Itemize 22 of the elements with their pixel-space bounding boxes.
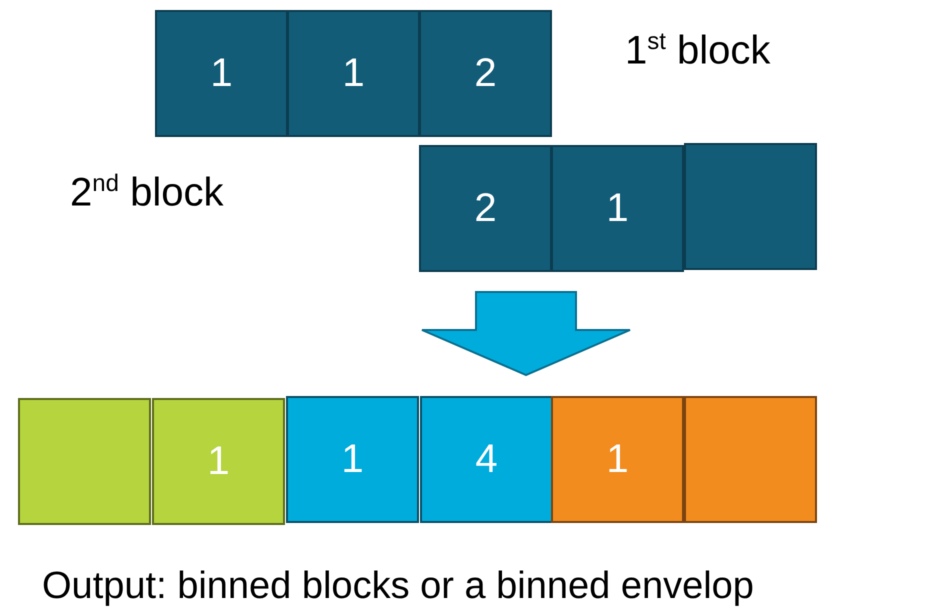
count-number: 1 xyxy=(606,437,629,482)
count-number: 1 xyxy=(606,186,629,231)
block-box xyxy=(420,396,553,523)
block-box xyxy=(551,396,684,523)
count-number: 2 xyxy=(474,186,497,231)
block-box xyxy=(286,396,419,523)
block-arrow xyxy=(421,291,631,376)
count-number: 2 xyxy=(474,51,497,96)
caption: Output: binned blocks or a binned envelop xyxy=(42,565,754,608)
count-number: 1 xyxy=(342,51,365,96)
block-label: 2$^{nd}$ block xyxy=(70,170,224,216)
block-box xyxy=(287,10,420,137)
block-box xyxy=(152,398,285,525)
count-number: 1 xyxy=(341,437,364,482)
count-number: 1 xyxy=(207,439,230,484)
block-box xyxy=(155,10,288,137)
count-number: 4 xyxy=(475,437,498,482)
block-box xyxy=(551,145,684,272)
block-label: 1$^{st}$ block xyxy=(625,28,770,74)
block-box xyxy=(419,10,552,137)
block-box xyxy=(419,145,552,272)
count-number: 1 xyxy=(210,51,233,96)
